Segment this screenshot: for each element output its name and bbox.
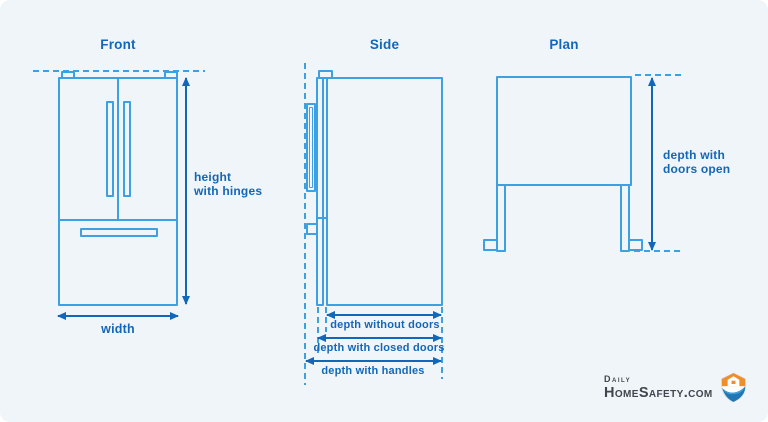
side-body-front-dashed-line [325, 307, 327, 332]
side-door-drawer-split-line [316, 217, 328, 219]
plan-view-title: Plan [549, 37, 579, 52]
homesafety-shield-icon [720, 372, 747, 403]
depth-with-closed-doors-label: depth with closed doors [313, 342, 445, 354]
side-door-panel [316, 77, 324, 306]
logo-homesafety-text: HomeSafety.com [604, 384, 713, 401]
depth-with-doors-open-arrow [647, 77, 656, 251]
width-label: width [101, 322, 135, 336]
plan-top-dashed-line [635, 74, 681, 76]
front-view-title: Front [100, 37, 136, 52]
side-door-handle [306, 103, 316, 192]
depth-with-closed-doors-arrow [317, 333, 442, 342]
side-top-hinge [318, 70, 333, 79]
width-dimension-arrow [57, 311, 179, 320]
plan-fridge-body [496, 76, 632, 186]
front-top-dashed-line [33, 70, 205, 72]
homesafety-logo-text: Daily HomeSafety.com [604, 373, 713, 401]
side-door-front-dashed-line [317, 307, 319, 355]
front-drawer-divider-line [58, 219, 178, 221]
side-door-handle-inner [309, 107, 313, 188]
plan-left-door-handle [483, 239, 498, 251]
depth-without-doors-label: depth without doors [330, 319, 440, 331]
side-fridge-body [326, 77, 443, 306]
side-view-title: Side [369, 37, 400, 52]
side-body-back-dashed-line [441, 307, 443, 379]
depth-with-handles-label: depth with handles [321, 365, 425, 377]
front-right-door-handle [123, 101, 131, 197]
plan-left-open-door [496, 184, 506, 252]
homesafety-logo: Daily HomeSafety.com [604, 372, 747, 403]
depth-without-doors-arrow [326, 310, 442, 319]
height-with-hinges-label: height with hinges [194, 170, 263, 198]
height-dimension-arrow [181, 77, 190, 305]
plan-bottom-dashed-line [634, 250, 684, 252]
front-drawer-handle [80, 228, 158, 237]
side-handle-front-dashed-line [304, 63, 306, 385]
depth-with-doors-open-label: depth with doors open [663, 148, 731, 176]
front-door-split-line [117, 77, 119, 221]
logo-daily-text: Daily [604, 373, 632, 384]
depth-with-handles-arrow [305, 356, 442, 365]
side-drawer-handle [306, 223, 318, 235]
front-left-door-handle [106, 101, 114, 197]
plan-right-open-door [620, 184, 630, 252]
